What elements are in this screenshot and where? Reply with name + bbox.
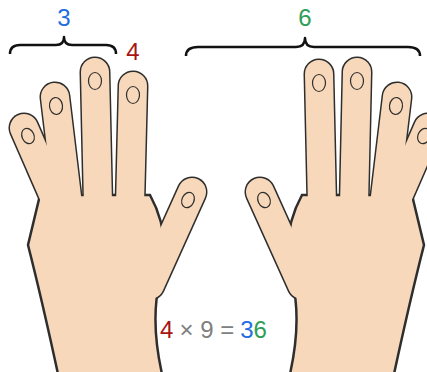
- nail: [389, 97, 404, 115]
- nail: [19, 126, 36, 145]
- nail: [49, 97, 64, 115]
- ring-finger: [55, 97, 68, 205]
- nail: [89, 73, 102, 90]
- nail: [313, 75, 326, 92]
- index-finger: [319, 74, 322, 205]
- thumb: [150, 192, 192, 285]
- equation-operator: × 9 =: [179, 316, 234, 344]
- brace: [10, 37, 116, 54]
- equation-term: 4: [160, 316, 173, 344]
- nail: [351, 73, 364, 90]
- finger-fill: [24, 72, 192, 285]
- nail: [415, 126, 427, 145]
- middle-finger: [354, 72, 357, 205]
- middle-finger: [95, 72, 98, 205]
- equation: 4× 9 =36: [0, 316, 427, 344]
- finger-fill: [260, 72, 427, 285]
- brace: [186, 38, 420, 56]
- nail: [255, 190, 272, 209]
- nails: [19, 73, 196, 210]
- finger-count: 3: [44, 4, 84, 32]
- finger-count: 6: [285, 4, 325, 32]
- nail: [179, 190, 196, 209]
- finger-number: 4: [118, 38, 148, 66]
- equation-digit: 3: [240, 316, 253, 344]
- nail: [127, 87, 140, 104]
- left-hand: [19, 72, 196, 372]
- right-hand: [255, 72, 427, 372]
- nails: [255, 73, 427, 210]
- thumb: [260, 192, 302, 285]
- ring-finger: [384, 97, 397, 205]
- finger-outline: [319, 74, 322, 205]
- equation-digit: 6: [254, 316, 267, 344]
